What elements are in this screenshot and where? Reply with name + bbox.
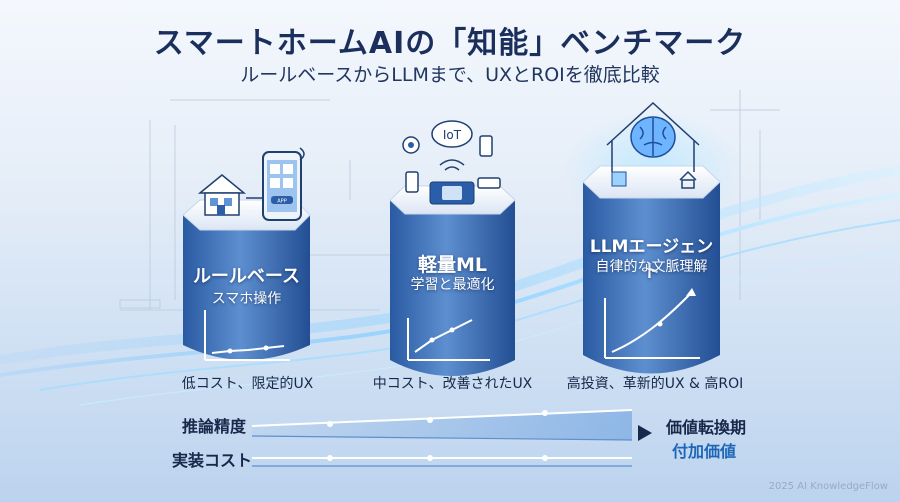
tier-2-name: 軽量ML	[417, 254, 487, 276]
tier-1-footer: 低コスト、限定的UX	[181, 376, 314, 392]
value-shift-label: 価値転換期	[666, 418, 747, 437]
accuracy-label: 推論精度	[182, 417, 247, 436]
chip-icon	[429, 181, 475, 205]
tier-3-mini-chart	[604, 291, 700, 359]
page-subtitle: ルールベースからLLMまで、UXとROIを徹底比較	[240, 64, 660, 86]
tier-1-name: ルールベース	[192, 266, 301, 287]
iot-label: IoT	[443, 128, 462, 142]
tier-2-mini-chart	[407, 318, 490, 361]
tier-1-desc: スマホ操作	[211, 291, 282, 307]
phone-small-icon	[405, 171, 419, 193]
tier-2-desc: 学習と最適化	[410, 277, 495, 293]
house-icon	[197, 174, 247, 216]
mini-house-icon	[679, 170, 697, 189]
tier-3-name: LLMエージェント	[589, 237, 714, 282]
smartphone-icon: APP	[262, 151, 302, 221]
cube-icon	[611, 171, 627, 187]
wifi-icon	[439, 159, 465, 171]
blueprint-lines	[119, 90, 780, 311]
tier-2-footer: 中コスト、改善されたUX	[372, 376, 533, 392]
metric-rails	[251, 409, 652, 467]
added-value-label: 付加価値	[672, 442, 737, 461]
device-small-icon	[479, 135, 493, 157]
smartphone-button-label: APP	[277, 199, 286, 205]
credit-text: 2025 AI KnowledgeFlow	[768, 481, 888, 492]
iot-cloud-icon: IoT	[431, 120, 473, 148]
brain-icon	[630, 116, 676, 158]
cost-label: 実装コスト	[172, 451, 253, 470]
thermostat-icon	[402, 136, 420, 154]
tier-rule-based-pillar: APP	[182, 147, 311, 361]
tier-3-footer: 高投資、革新的UX & 高ROI	[566, 376, 744, 392]
router-icon	[477, 177, 501, 189]
tier-llm-agent-pillar	[563, 101, 743, 374]
page-title: スマートホームAIの「知能」ベンチマーク	[153, 26, 747, 61]
tier-light-ml-pillar: IoT	[389, 120, 516, 376]
tier-1-mini-chart	[204, 310, 290, 361]
smart-house-icon	[606, 101, 700, 172]
tier-3-desc: 自律的な文脈理解	[595, 259, 708, 275]
